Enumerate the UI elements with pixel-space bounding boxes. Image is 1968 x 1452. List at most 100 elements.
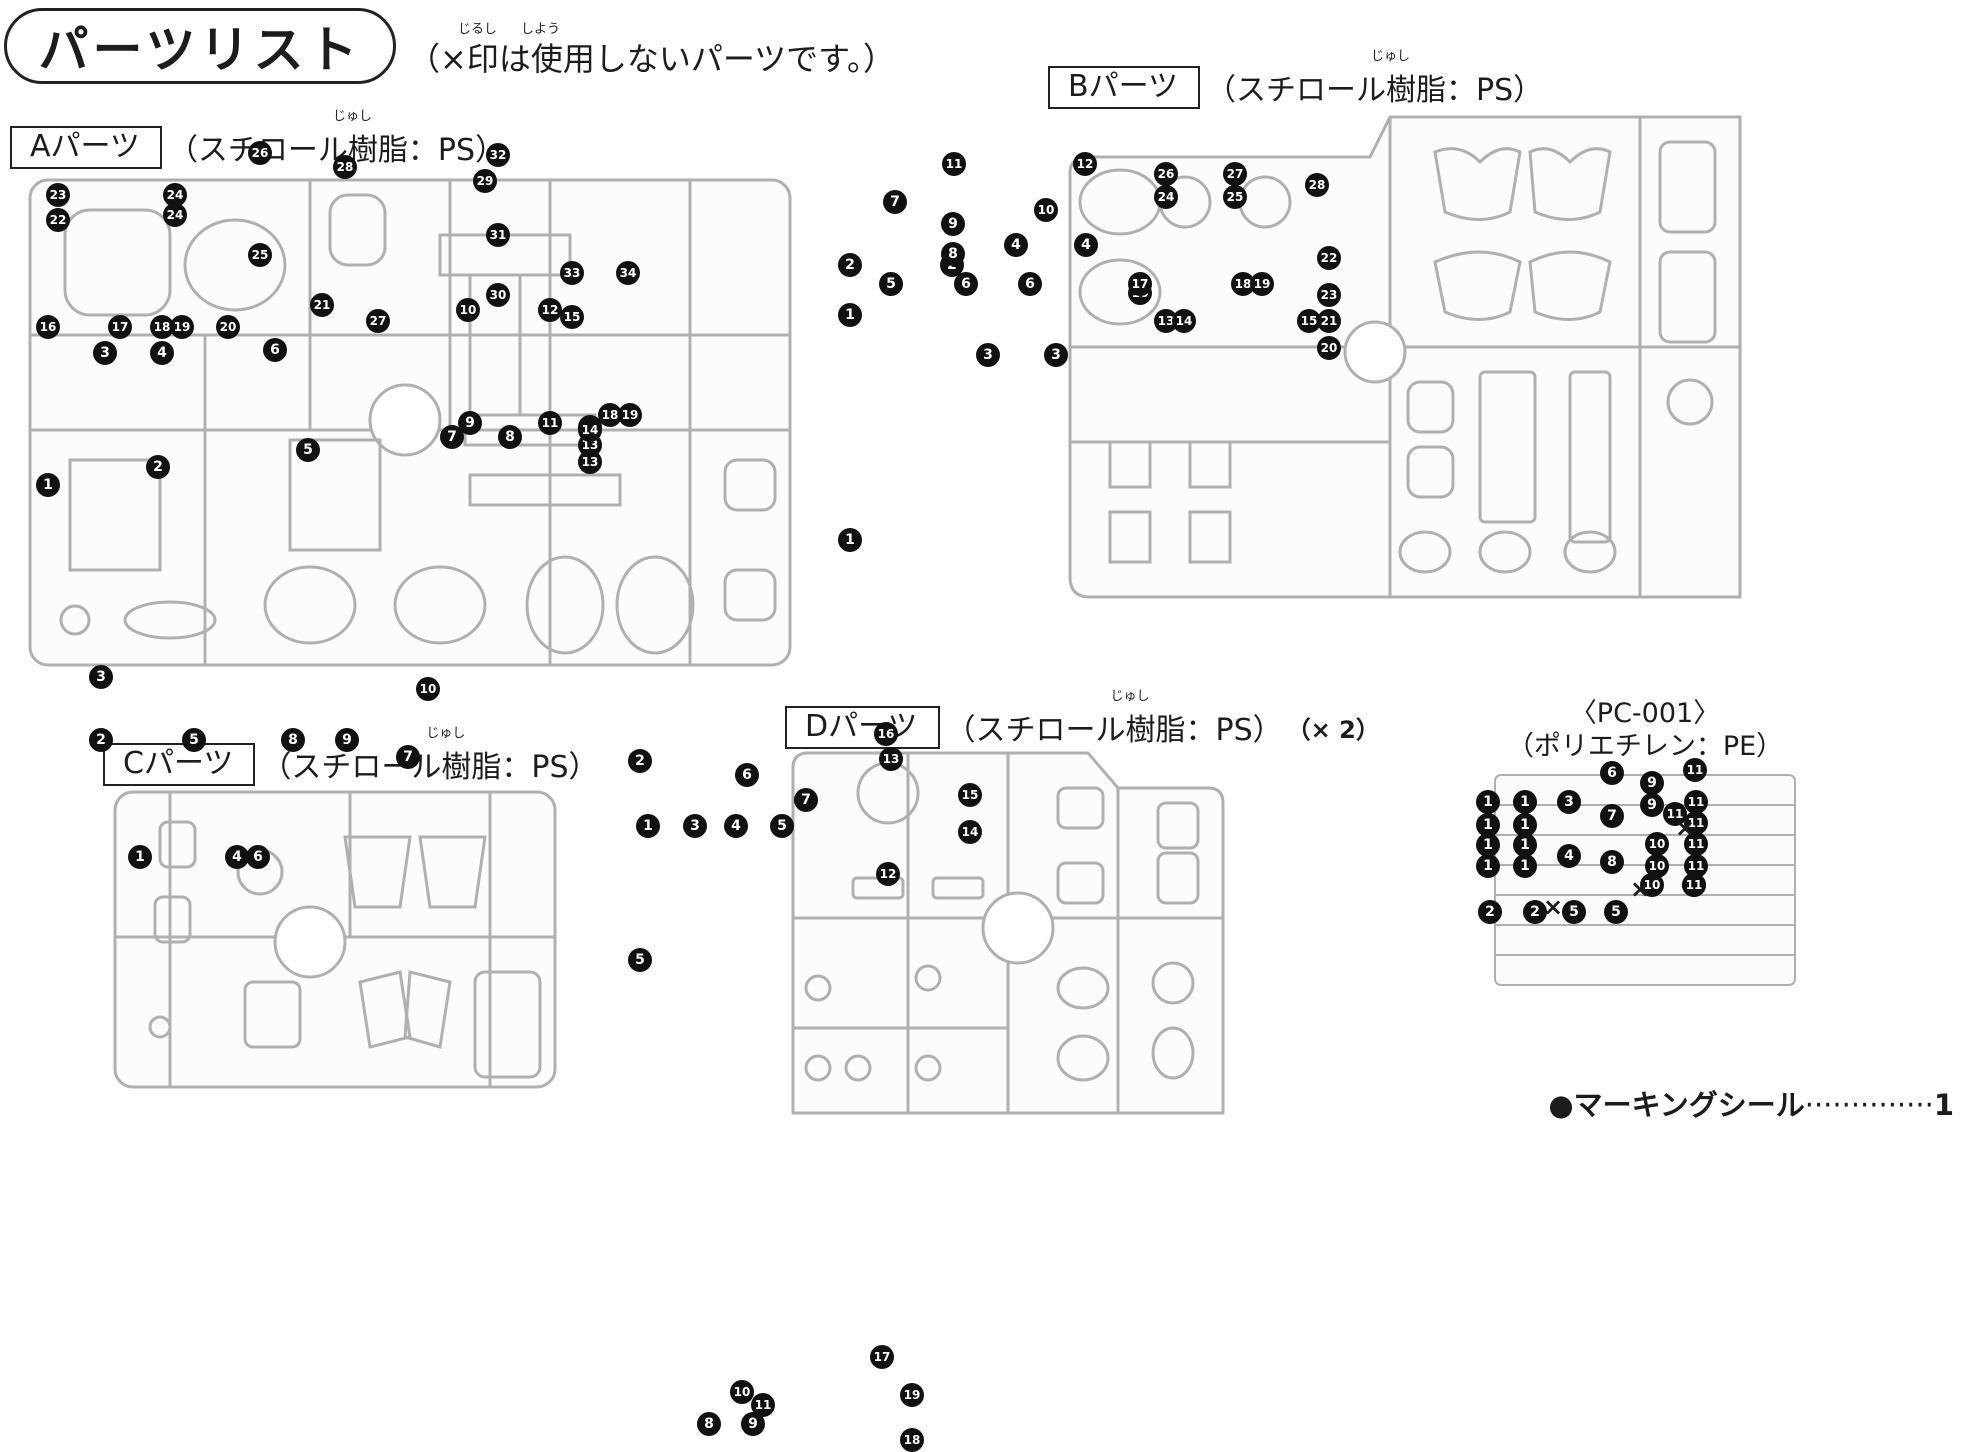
part-number-a-11: 11 (538, 411, 562, 435)
part-number-b-25: 25 (1223, 185, 1247, 209)
part-number-pc-11: 11 (1684, 832, 1708, 856)
part-number-a-24: 24 (163, 203, 187, 227)
part-number-a-33: 33 (560, 261, 584, 285)
material-text: （スチロール樹脂：PS） (261, 750, 599, 785)
part-number-a-3: 3 (93, 341, 117, 365)
part-number-pc-11: 11 (1684, 811, 1708, 835)
part-number-d-10: 10 (730, 1380, 754, 1404)
part-number-b-6: 6 (954, 272, 978, 296)
part-number-a-14: 14 (578, 418, 602, 442)
part-number-d-13: 13 (879, 747, 903, 771)
part-number-pc-9: 9 (1640, 771, 1664, 795)
part-number-pc-2: 2 (1478, 900, 1502, 924)
part-number-b-9: 9 (941, 212, 965, 236)
ruby-shiyou: しよう (521, 22, 561, 37)
part-number-b-12: 12 (1073, 152, 1097, 176)
part-number-pc-4: 4 (1557, 844, 1581, 868)
part-number-pc-1: 1 (1476, 790, 1500, 814)
part-number-b-8: 8 (941, 242, 965, 266)
part-number-d-19: 19 (900, 1383, 924, 1407)
section-d-qty: （× 2） (1286, 715, 1380, 744)
runner-d (791, 751, 1225, 1115)
part-number-pc-11: 11 (1682, 873, 1706, 897)
ruby-jushi: じゅし (332, 109, 372, 124)
part-number-a-23: 23 (46, 183, 70, 207)
part-number-a-15: 15 (560, 305, 584, 329)
part-number-d-8: 8 (697, 1412, 721, 1436)
section-c-box: Cパーツ (103, 742, 256, 786)
part-number-pc-1: 1 (1513, 790, 1537, 814)
part-number-pc-6: 6 (1600, 761, 1624, 785)
part-number-pc-10: 10 (1645, 832, 1669, 856)
unused-mark-icon: × (1630, 875, 1651, 903)
part-number-b-20: 20 (1317, 336, 1341, 360)
part-number-pc-1: 1 (1513, 833, 1537, 857)
part-number-d-18: 18 (900, 1428, 924, 1452)
part-number-a-17: 17 (108, 315, 132, 339)
part-number-c-1: 1 (128, 845, 152, 869)
part-number-pc-1: 1 (1476, 854, 1500, 878)
part-number-d-11: 11 (751, 1393, 775, 1417)
part-number-c-10: 10 (416, 677, 440, 701)
part-number-a-31: 31 (486, 223, 510, 247)
part-number-a-30: 30 (486, 283, 510, 307)
part-number-d-5: 5 (628, 948, 652, 972)
part-number-a-12: 12 (538, 298, 562, 322)
ruby-jushi: じゅし (1110, 689, 1150, 704)
part-number-b-2: 2 (838, 253, 862, 277)
part-number-d-6: 6 (735, 763, 759, 787)
part-number-c-7: 7 (396, 745, 420, 769)
runner-a (28, 178, 792, 667)
part-number-a-4: 4 (150, 341, 174, 365)
section-d-box: Dパーツ (785, 705, 940, 749)
part-number-d-16: 16 (874, 722, 898, 746)
footer-label: ●マーキングシール (1548, 1088, 1805, 1122)
part-number-c-4: 4 (225, 845, 249, 869)
unused-mark-icon: × (1543, 893, 1564, 921)
section-c-label: Cパーツ じゅし （スチロール樹脂：PS） (103, 726, 599, 786)
part-number-d-5: 5 (770, 814, 794, 838)
part-number-a-1: 1 (36, 473, 60, 497)
part-number-d-4: 4 (724, 814, 748, 838)
material-text: （スチロール樹脂：PS） (1205, 73, 1544, 108)
part-number-pc-3: 3 (1557, 790, 1581, 814)
part-number-pc-7: 7 (1600, 804, 1624, 828)
part-number-b-10: 10 (1034, 198, 1058, 222)
part-number-d-2: 2 (628, 749, 652, 773)
part-number-pc-1: 1 (1476, 833, 1500, 857)
part-number-b-22: 22 (1317, 246, 1341, 270)
part-number-b-4: 4 (1004, 233, 1028, 257)
part-number-pc-5: 5 (1604, 900, 1628, 924)
part-number-b-1: 1 (838, 303, 862, 327)
part-number-b-26: 26 (1154, 162, 1178, 186)
part-number-d-14: 14 (958, 820, 982, 844)
part-number-a-6: 6 (263, 338, 287, 362)
unused-mark-icon: × (1675, 814, 1696, 842)
part-number-b-5: 5 (879, 272, 903, 296)
material-text: （スチロール樹脂：PS） (945, 713, 1283, 748)
part-number-b-3: 3 (1044, 343, 1068, 367)
part-number-pc-1: 1 (1513, 854, 1537, 878)
part-number-c-9: 9 (335, 728, 359, 752)
part-number-b-23: 23 (1317, 283, 1341, 307)
part-number-b-28: 28 (1305, 173, 1329, 197)
part-number-b-4: 4 (1074, 233, 1098, 257)
part-number-b-7: 7 (883, 190, 907, 214)
part-number-a-16: 16 (36, 315, 60, 339)
part-number-a-27: 27 (366, 309, 390, 333)
page-title: パーツリスト (4, 8, 396, 84)
part-number-b-21: 21 (1317, 309, 1341, 333)
part-number-b-11: 11 (942, 152, 966, 176)
part-number-pc-8: 8 (1600, 850, 1624, 874)
part-number-d-12: 12 (876, 862, 900, 886)
part-number-b-3: 3 (976, 343, 1000, 367)
pc-code: 〈PC-001〉 (1569, 698, 1721, 729)
part-number-a-18: 18 (598, 403, 622, 427)
part-number-a-19: 19 (618, 403, 642, 427)
part-number-pc-5: 5 (1562, 900, 1586, 924)
part-number-d-1: 1 (636, 814, 660, 838)
part-number-a-21: 21 (310, 293, 334, 317)
part-number-b-27: 27 (1223, 162, 1247, 186)
runner-b (1068, 115, 1742, 599)
section-b-label: Bパーツ じゅし （スチロール樹脂：PS） (1048, 49, 1544, 109)
